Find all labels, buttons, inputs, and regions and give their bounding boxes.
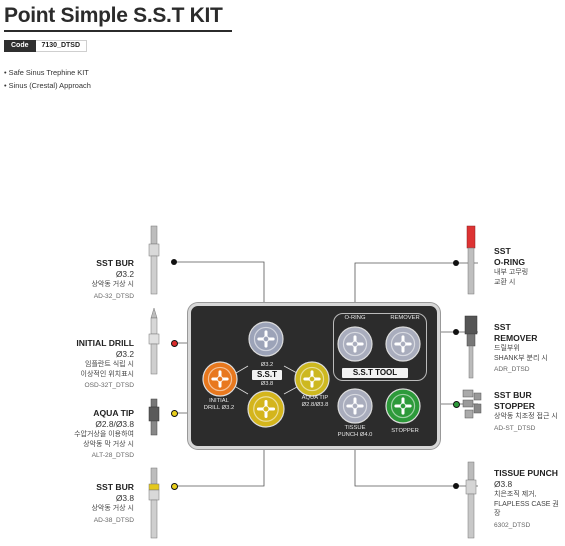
item-name: SST	[494, 322, 511, 332]
item-desc: 내부 고무링	[494, 269, 529, 276]
page-title: Point Simple S.S.T KIT	[4, 4, 223, 27]
feature-list: Safe Sinus Trephine KIT Sinus (Crestal) …	[4, 66, 91, 92]
kit-slot-tissue	[337, 388, 373, 424]
slot-label-oring: O-RING	[344, 315, 366, 321]
label-oring: SST O-RING 내부 고무링 교환 시	[494, 246, 528, 287]
tool-compartment	[333, 313, 427, 381]
item-desc: 드릴부위	[494, 345, 520, 352]
item-name: INITIAL DRILL	[76, 338, 134, 348]
item-diameter: Ø3.8	[494, 479, 513, 489]
item-code: AD-38_DTSD	[93, 516, 134, 524]
label-sst-bur-38: SST BUR Ø3.8 상악동 거상 시 AD-38_DTSD	[91, 482, 134, 525]
item-name: SST BUR	[96, 258, 134, 268]
item-desc: SHANK부 분리 시	[494, 354, 548, 362]
item-code: AD-32_DTSD	[93, 292, 134, 300]
kit-slot-aqua	[294, 361, 330, 397]
item-name: REMOVER	[494, 333, 538, 343]
item-desc: 이상적인 위치표시	[80, 370, 134, 378]
item-code: ADR_DTSD	[494, 366, 530, 373]
item-code: OSD-32T_DTSD	[84, 382, 134, 389]
kit-slot-stopper	[385, 388, 421, 424]
title-underline	[4, 30, 232, 32]
label-aqua-tip: AQUA TIP Ø2.8/Ø3.8 수압거상을 이용하여 상악동 막 거상 시…	[74, 408, 134, 461]
initial-drill-image	[148, 307, 160, 375]
item-desc: 교환 시	[494, 278, 516, 286]
marker-dot	[453, 260, 459, 266]
item-desc: FLAPLESS CASE 권장	[494, 500, 559, 518]
label-initial-drill: INITIAL DRILL Ø3.2 임플란트 식립 시 이상적인 위치표시 O…	[76, 338, 134, 391]
oring-tool-image	[466, 225, 476, 295]
slot-label-remover: REMOVER	[390, 315, 420, 321]
item-code: AD-ST_DTSD	[494, 424, 536, 432]
item-desc: 치은조직 제거,	[494, 491, 537, 498]
marker-dot	[453, 483, 459, 489]
item-desc: 상악동 막 거상 시	[83, 440, 134, 448]
slot-label-aqua: AQUA TIP Ø2.8/Ø3.8	[301, 395, 329, 408]
sst-badge: S.S.T	[252, 370, 282, 380]
marker-dot-green	[453, 401, 460, 408]
connector-line	[354, 438, 478, 487]
label-stopper: SST BUR STOPPER 상악동 치조정 접근 시 AD-ST_DTSD	[494, 390, 558, 433]
marker-dot-yellow	[171, 410, 178, 417]
kit-slot-remover	[385, 326, 421, 362]
item-name: O-RING	[494, 257, 526, 267]
item-desc: 상악동 거상 시	[91, 281, 134, 288]
item-name: TISSUE PUNCH	[494, 468, 558, 478]
feature-item: Sinus (Crestal) Approach	[4, 79, 91, 92]
slot-label-bottom-top: Ø3.8	[260, 381, 274, 387]
label-tissue-punch: TISSUE PUNCH Ø3.8 치은조직 제거, FLAPLESS CASE…	[494, 468, 565, 530]
item-diameter: Ø3.8	[115, 493, 134, 503]
slot-label-initial: INITIAL DRILL Ø3.2	[203, 398, 235, 411]
marker-dot-yellow	[171, 483, 178, 490]
item-desc: 상악동 거상 시	[91, 505, 134, 512]
marker-dot-red	[171, 340, 178, 347]
item-diameter: Ø2.8/Ø3.8	[95, 419, 134, 429]
kit-slot-bottom	[247, 390, 285, 428]
marker-dot	[453, 329, 459, 335]
item-diameter: Ø3.2	[115, 269, 134, 279]
item-desc: 수압거상을 이용하여	[74, 431, 134, 438]
sst-tool-badge: S.S.T TOOL	[342, 368, 408, 378]
item-desc: 임플란트 식립 시	[85, 361, 134, 368]
code-key: Code	[4, 40, 36, 52]
item-code: 6302_DTSD	[494, 521, 531, 529]
item-diameter: Ø3.2	[115, 349, 134, 359]
item-name: STOPPER	[494, 401, 535, 411]
item-name: AQUA TIP	[93, 408, 134, 418]
aqua-tip-image	[148, 398, 160, 436]
slot-label-top: Ø3.2	[260, 362, 274, 368]
kit-slot-initial	[202, 361, 238, 397]
item-name: SST BUR	[494, 390, 532, 400]
sst-bur-38-image	[148, 467, 160, 539]
item-name: SST BUR	[96, 482, 134, 492]
marker-dot	[171, 259, 177, 265]
tissue-punch-image	[465, 461, 477, 539]
kit-slot-top	[248, 321, 284, 357]
product-code: Code 7130_DTSD	[4, 40, 88, 52]
remover-tool-image	[464, 315, 478, 379]
connector-line	[354, 262, 478, 318]
item-code: ALT-28_DTSD	[91, 452, 134, 459]
kit-slot-oring	[337, 326, 373, 362]
code-value: 7130_DTSD	[35, 40, 88, 52]
label-sst-bur-32: SST BUR Ø3.2 상악동 거상 시 AD-32_DTSD	[91, 258, 134, 301]
feature-item: Safe Sinus Trephine KIT	[4, 66, 91, 79]
item-desc: 상악동 치조정 접근 시	[494, 413, 558, 420]
slot-label-tissue: TISSUE PUNCH Ø4.0	[337, 425, 373, 438]
connector-line	[174, 438, 265, 487]
connector-line	[174, 261, 265, 318]
slot-label-stopper: STOPPER	[391, 428, 419, 434]
stopper-image	[462, 389, 482, 419]
label-remover: SST REMOVER 드릴부위 SHANK부 분리 시 ADR_DTSD	[494, 322, 548, 375]
item-name: SST	[494, 246, 511, 256]
sst-bur-32-image	[148, 225, 160, 295]
